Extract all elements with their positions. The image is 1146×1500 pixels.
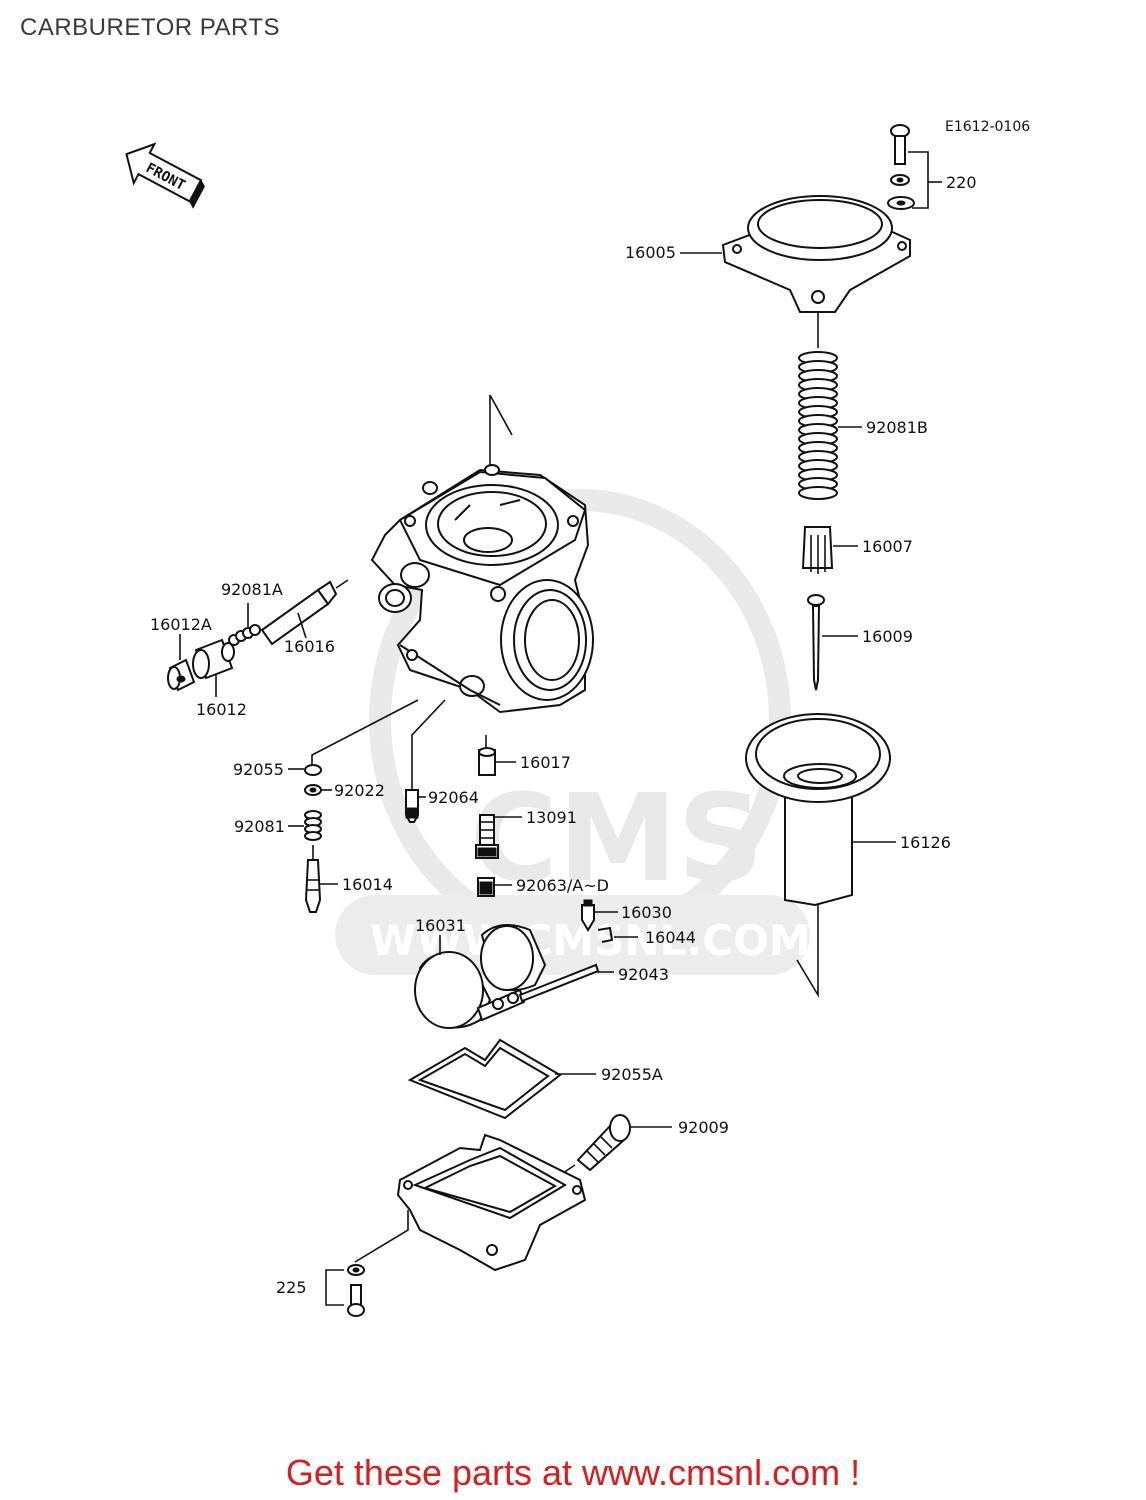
label-92064: 92064 xyxy=(428,788,479,807)
front-arrow-icon: FRONT xyxy=(125,142,205,209)
label-92009: 92009 xyxy=(678,1118,729,1137)
spring-92081 xyxy=(304,810,322,841)
top-cover-16005 xyxy=(721,195,911,313)
needle-jet-13091 xyxy=(475,814,499,859)
label-92081: 92081 xyxy=(234,817,285,836)
clip-16044 xyxy=(597,926,614,943)
cap-16012a xyxy=(167,658,196,692)
plug-16012 xyxy=(192,638,235,680)
spring-coil xyxy=(798,486,838,500)
screw-16014 xyxy=(304,845,322,913)
float-16031 xyxy=(414,924,547,1029)
label-92043: 92043 xyxy=(618,965,669,984)
jet-needle-16009 xyxy=(807,594,825,691)
bowl-screw-225 xyxy=(347,1264,365,1317)
top-cover-screw xyxy=(887,124,915,210)
label-16012: 16012 xyxy=(196,700,247,719)
label-16031: 16031 xyxy=(415,916,466,935)
washer-92022 xyxy=(304,784,322,796)
label-16016: 16016 xyxy=(284,637,335,656)
label-16126: 16126 xyxy=(900,833,951,852)
gasket-92055a xyxy=(407,1038,562,1120)
label-16005: 16005 xyxy=(625,243,676,262)
pilot-screw-16016 xyxy=(260,579,349,646)
label-220: 220 xyxy=(946,173,977,192)
label-92022: 92022 xyxy=(334,781,385,800)
label-16014: 16014 xyxy=(342,875,393,894)
label-16030: 16030 xyxy=(621,903,672,922)
label-16007: 16007 xyxy=(862,537,913,556)
label-16044: 16044 xyxy=(645,928,696,947)
label-92081a: 92081A xyxy=(221,580,283,599)
vacuum-piston-16126 xyxy=(745,713,891,907)
drain-screw-92009 xyxy=(576,1114,631,1172)
label-92081b: 92081B xyxy=(866,418,928,437)
label-13091: 13091 xyxy=(526,808,577,827)
footer-cta-text: Get these parts at www.cmsnl.com ! xyxy=(285,1452,861,1493)
float-bowl xyxy=(396,1133,587,1272)
float-valve-16030 xyxy=(581,899,595,932)
needle-holder-16007 xyxy=(801,526,834,574)
main-jet-92063 xyxy=(477,877,495,897)
label-16012a: 16012A xyxy=(150,615,212,634)
page-title: CARBURETOR PARTS xyxy=(20,14,281,41)
spring-92081b xyxy=(798,351,838,500)
label-92063: 92063/A~D xyxy=(516,876,609,895)
needle-jet-16017 xyxy=(478,747,496,776)
float-pin-92043 xyxy=(518,963,600,1003)
label-16009: 16009 xyxy=(862,627,913,646)
diagram-ref-code: E1612-0106 xyxy=(945,119,1030,135)
carburetor-body xyxy=(370,464,594,714)
pilot-jet-92064 xyxy=(405,789,419,823)
spring-92081a xyxy=(228,624,261,646)
label-225: 225 xyxy=(276,1278,307,1297)
o-ring-92055 xyxy=(304,764,322,776)
label-92055a: 92055A xyxy=(601,1065,663,1084)
label-16017: 16017 xyxy=(520,753,571,772)
label-92055: 92055 xyxy=(233,760,284,779)
watermark-logo-text: CMS xyxy=(470,770,764,909)
